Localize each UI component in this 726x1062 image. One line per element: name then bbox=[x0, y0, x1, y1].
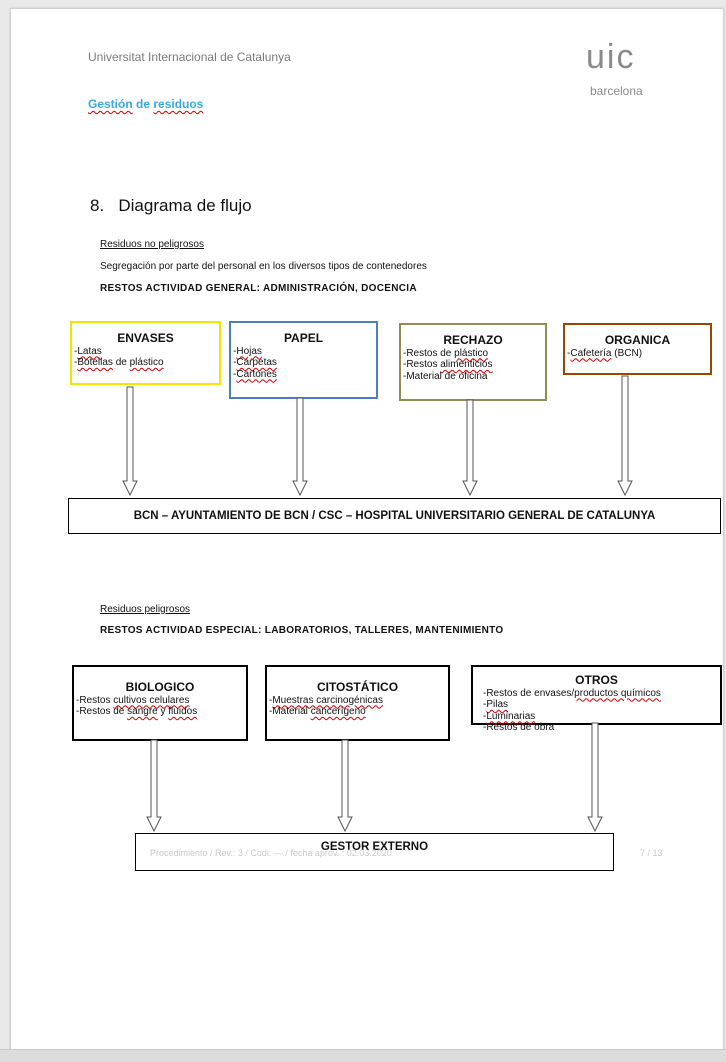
box-item: -Hojas bbox=[233, 345, 262, 357]
hazardous-heading: Residuos peligrosos bbox=[100, 604, 191, 615]
arrow-biologico bbox=[146, 739, 162, 833]
box-item: -Restos alimenticios bbox=[403, 359, 493, 370]
box-item: -Pilas bbox=[483, 699, 509, 710]
box-title: OTROS bbox=[575, 673, 618, 687]
section-title-text: Diagrama de flujo bbox=[118, 196, 252, 215]
box-item: -Restos de obra bbox=[483, 722, 555, 733]
waste-box-envases: ENVASES -Latas -Botellas de plástico bbox=[70, 321, 221, 385]
waste-box-otros: OTROS -Restos de envases/productos quími… bbox=[471, 665, 722, 733]
arrow-organica bbox=[617, 375, 633, 497]
subtitle-word-1: Gestión bbox=[88, 97, 133, 111]
box-item: -Botellas de plástico bbox=[74, 357, 164, 368]
uic-logo-mark: uic bbox=[586, 38, 636, 76]
viewer-bottom-strip bbox=[0, 1049, 726, 1062]
waste-box-organica: ORGANICA -Cafetería (BCN) bbox=[563, 323, 712, 375]
municipal-destination: BCN – AYUNTAMIENTO DE BCN / CSC – HOSPIT… bbox=[68, 498, 721, 534]
arrow-citostatico bbox=[337, 739, 353, 833]
box-item: -Muestras carcinogénicas bbox=[269, 694, 383, 706]
waste-box-biologico: BIOLOGICO -Restos cultivos celulares -Re… bbox=[72, 665, 248, 741]
non-hazardous-heading: Residuos no peligrosos bbox=[100, 239, 204, 250]
section-title: 8. Diagrama de flujo bbox=[90, 196, 252, 216]
arrow-otros bbox=[587, 722, 603, 833]
subtitle-mid: de bbox=[132, 97, 154, 111]
arrow-rechazo bbox=[462, 399, 478, 497]
non-hazardous-activity: RESTOS ACTIVIDAD GENERAL: ADMINISTRACIÓN… bbox=[100, 283, 417, 294]
arrow-envases bbox=[122, 386, 138, 497]
box-item: -Cafetería (BCN) bbox=[567, 347, 643, 359]
document-subtitle: Gestión de residuos bbox=[88, 97, 203, 111]
footer-page-number: 7 / 13 bbox=[640, 848, 663, 858]
box-title: ORGANICA bbox=[604, 333, 671, 347]
section-number: 8. bbox=[90, 196, 105, 215]
box-item: -Restos de envases/productos químicos bbox=[483, 687, 661, 699]
box-title: BIOLOGICO bbox=[125, 680, 195, 694]
footer-reference: Procedimiento / Rev.: 3 / Codi: — / fech… bbox=[150, 848, 392, 858]
box-title: PAPEL bbox=[283, 331, 324, 345]
external-manager-destination: GESTOR EXTERNO bbox=[135, 833, 614, 871]
arrow-papel bbox=[292, 397, 308, 497]
waste-box-citostatico: CITOSTÁTICO -Muestras carcinogénicas -Ma… bbox=[265, 665, 450, 741]
non-hazardous-description: Segregación por parte del personal en lo… bbox=[100, 261, 427, 272]
footer-reference-text: Procedimiento / Rev.: 3 / Codi: — / fech… bbox=[150, 848, 392, 858]
box-title: ENVASES bbox=[117, 331, 174, 345]
hazardous-activity: RESTOS ACTIVIDAD ESPECIAL: LABORATORIOS,… bbox=[100, 625, 504, 636]
waste-box-rechazo: RECHAZO -Restos de plástico -Restos alim… bbox=[399, 323, 547, 401]
box-item: -Restos cultivos celulares bbox=[76, 694, 190, 706]
subtitle-word-2: residuos bbox=[153, 97, 204, 111]
box-title: RECHAZO bbox=[443, 333, 503, 347]
uic-logo-city: barcelona bbox=[590, 84, 643, 98]
institution-name: Universitat Internacional de Catalunya bbox=[88, 50, 291, 64]
box-item: -Carpetas bbox=[233, 357, 277, 368]
box-item: -Latas bbox=[74, 345, 102, 357]
box-title: CITOSTÁTICO bbox=[316, 680, 399, 694]
box-item: -Material cancerígeno bbox=[269, 706, 366, 717]
box-item: -Material de oficina bbox=[403, 370, 488, 382]
box-item: -Luminarias bbox=[483, 710, 536, 722]
box-item: -Restos de plástico bbox=[403, 347, 489, 359]
box-item: -Restos de sangre y fluidos bbox=[76, 706, 198, 717]
box-item: -Cartones bbox=[233, 368, 277, 380]
